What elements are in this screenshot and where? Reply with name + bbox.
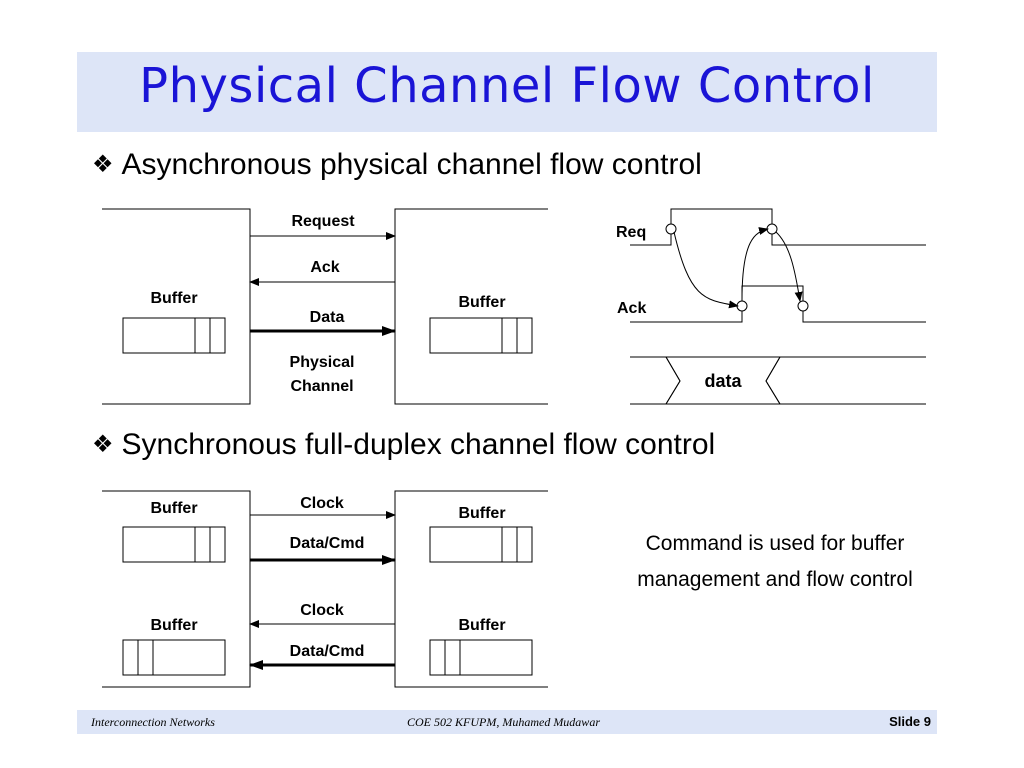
- bullet-async-text: Asynchronous physical channel flow contr…: [121, 148, 702, 181]
- datacmd-top-label: Data/Cmd: [290, 535, 365, 552]
- bus-right: [765, 356, 926, 405]
- right-buffer: [429, 317, 533, 354]
- footer-bar: Interconnection Networks COE 502 KFUPM, …: [77, 710, 937, 734]
- sync-buffer-top-right: [429, 526, 533, 563]
- title-bar: Physical Channel Flow Control: [77, 52, 937, 132]
- async-diagram: [102, 208, 548, 405]
- timing-labels: Req Ack data: [616, 224, 742, 391]
- ack-timing-label: Ack: [617, 300, 646, 317]
- sync-left-node-outline: [102, 490, 251, 688]
- diamond-bullet-icon: ❖: [92, 151, 114, 178]
- physical-label: Physical: [290, 354, 355, 371]
- right-node-outline: [394, 208, 548, 405]
- clock-bottom-label: Clock: [300, 602, 344, 619]
- ack-rise-marker: [736, 300, 748, 312]
- footer-author: COE 502 KFUPM, Muhamed Mudawar: [407, 715, 600, 729]
- req-rise-marker: [665, 223, 677, 235]
- ack-fall-marker: [797, 300, 809, 312]
- datacmd-bottom-label: Data/Cmd: [290, 643, 365, 660]
- sync-buffer-top-left: [122, 526, 226, 563]
- buffer-top-left-label: Buffer: [150, 500, 197, 517]
- diamond-bullet-icon: ❖: [92, 431, 114, 458]
- data-label: Data: [310, 309, 345, 326]
- sync-labels: Buffer Buffer Buffer Buffer Clock Data/C…: [150, 495, 505, 660]
- bullet-async: ❖ Asynchronous physical channel flow cont…: [92, 148, 702, 182]
- ack-label: Ack: [310, 259, 339, 276]
- slide-title: Physical Channel Flow Control: [139, 58, 875, 114]
- timing-diagram: [630, 208, 926, 405]
- ack-waveform: [630, 285, 926, 323]
- async-labels: Buffer Buffer Request Ack Data Physical …: [150, 213, 505, 395]
- sync-buffer-bottom-left: [122, 639, 226, 676]
- causal-arrow-1: [673, 231, 739, 309]
- request-label: Request: [291, 213, 355, 230]
- bullet-sync: ❖ Synchronous full-duplex channel flow co…: [92, 428, 715, 462]
- buffer-bottom-left-label: Buffer: [150, 617, 197, 634]
- buffer-top-right-label: Buffer: [458, 505, 505, 522]
- left-node-outline: [102, 208, 251, 405]
- bus-left: [630, 356, 681, 405]
- sync-buffer-bottom-right: [429, 639, 533, 676]
- clock-top-label: Clock: [300, 495, 344, 512]
- sync-diagram: [102, 490, 548, 688]
- req-waveform: [630, 208, 926, 246]
- buffer-bottom-right-label: Buffer: [458, 617, 505, 634]
- command-note: Command is used for buffer management an…: [637, 532, 913, 591]
- sync-right-node-outline: [394, 490, 548, 688]
- bullet-sync-text: Synchronous full-duplex channel flow con…: [121, 428, 716, 461]
- data-bus-label: data: [704, 371, 742, 391]
- footer-course: Interconnection Networks: [91, 715, 215, 729]
- req-label: Req: [616, 224, 646, 241]
- left-buffer-label: Buffer: [150, 290, 197, 307]
- slide-number: Slide 9: [889, 714, 931, 729]
- channel-label: Channel: [290, 378, 353, 395]
- req-fall-marker: [766, 223, 778, 235]
- right-buffer-label: Buffer: [458, 294, 505, 311]
- causal-arrow-3: [775, 231, 803, 302]
- left-buffer: [122, 317, 226, 354]
- causal-arrow-2: [741, 227, 769, 301]
